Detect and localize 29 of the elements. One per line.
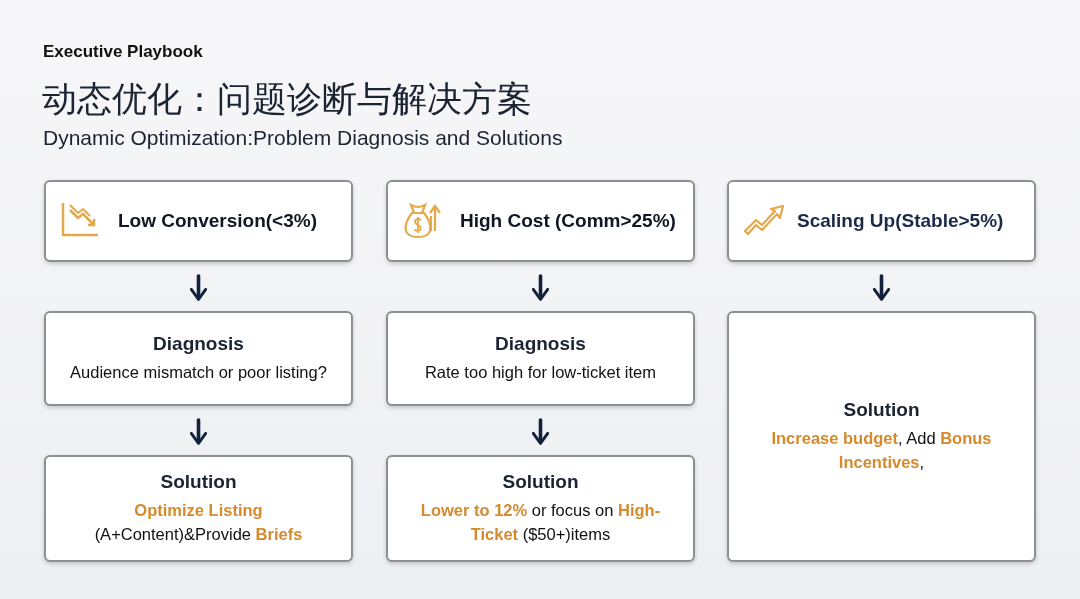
category-box	[386, 180, 695, 262]
card-heading: Solution	[502, 470, 579, 493]
card-heading: Diagnosis	[153, 332, 244, 355]
card-heading: Diagnosis	[495, 332, 586, 355]
arrow	[189, 418, 208, 445]
category-box	[44, 180, 353, 262]
category-title: Low Conversion(<3%)	[118, 210, 317, 232]
card-heading: Solution	[160, 470, 237, 493]
card-text: Rate too high for low-ticket item	[423, 361, 658, 383]
card-text: Audience mismatch or poor listing?	[69, 361, 328, 383]
arrow	[872, 274, 891, 301]
title: 动态优化：问题诊断与解决方案	[42, 78, 532, 121]
category-title: Scaling Up(Stable>5%)	[797, 210, 1004, 232]
card-text: Increase budget, Add Bonus Incentives,	[770, 427, 993, 473]
category-box	[727, 180, 1036, 262]
info-card	[727, 311, 1036, 562]
info-card	[386, 455, 695, 562]
card-heading: Solution	[843, 398, 920, 421]
subtitle: Dynamic Optimization:Problem Diagnosis and Solutions	[43, 126, 563, 150]
arrow	[189, 274, 208, 301]
info-card	[386, 311, 695, 406]
info-card	[44, 455, 353, 562]
arrow	[531, 274, 550, 301]
arrow	[531, 418, 550, 445]
header-label: Executive Playbook	[43, 42, 203, 62]
card-text: Optimize Listing (A+Content)&Provide Briefs	[93, 499, 304, 545]
category-title: High Cost (Comm>25%)	[460, 210, 676, 232]
info-card	[44, 311, 353, 406]
card-text: Lower to 12% or focus on High-Ticket ($50+)items	[419, 499, 662, 545]
